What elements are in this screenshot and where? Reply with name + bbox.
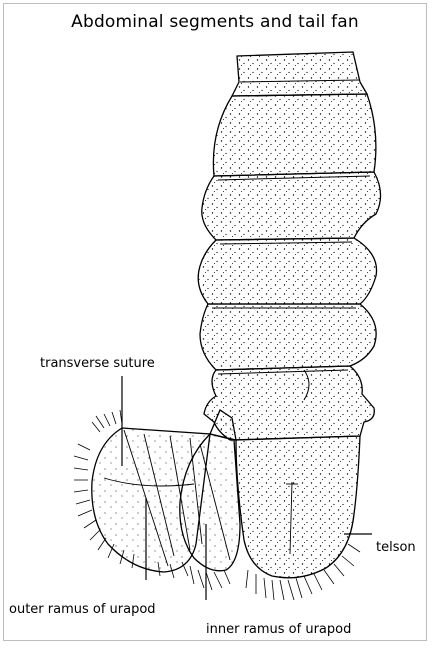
figure-frame: Abdominal segments and tail fan [3,3,427,641]
abdominal-segment-3 [202,172,381,240]
label-outer-ramus: outer ramus of urapod [9,602,156,617]
label-transverse-suture: transverse suture [40,356,155,371]
abdominal-segment-1 [232,52,367,96]
label-telson: telson [376,540,416,555]
telson [236,436,360,578]
abdominal-segment-2 [213,94,376,176]
label-inner-ramus: inner ramus of urapod [206,622,351,637]
abdominal-segment-5 [200,304,376,370]
lobster-tail-illustration [4,4,428,642]
abdominal-segment-4 [198,238,376,304]
